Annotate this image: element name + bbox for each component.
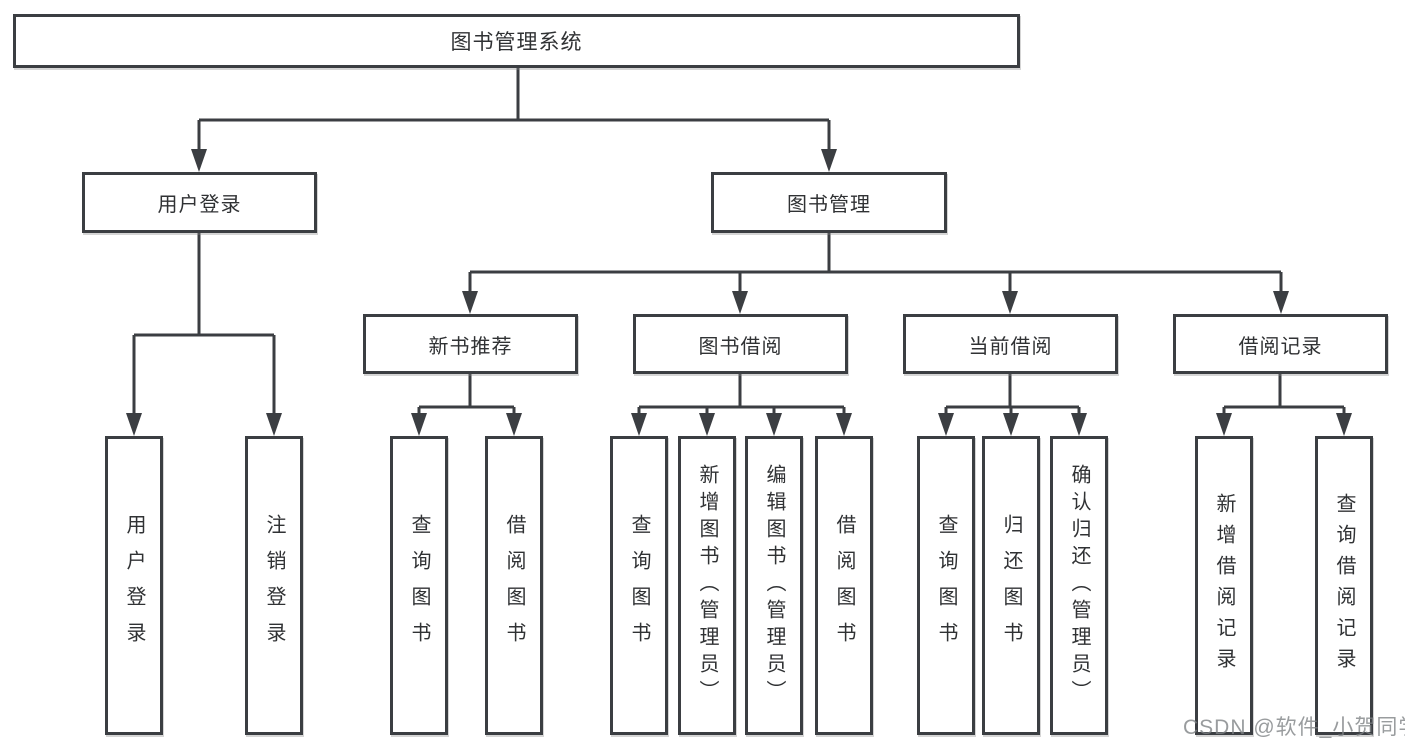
node-label: 借阅记录 xyxy=(1238,335,1323,358)
leaf-borrow-book: 借阅图书 xyxy=(815,436,873,735)
leaf-query-book-borrow: 查询图书 xyxy=(610,436,668,735)
node-label: 当前借阅 xyxy=(968,335,1053,358)
csdn-watermark: CSDN @软件_小贺同学 xyxy=(1183,716,1405,739)
leaf-label: 确认归还（管理员） xyxy=(1068,464,1090,707)
leaf-label: 用户登录 xyxy=(123,513,145,658)
leaf-label: 归还图书 xyxy=(1000,513,1022,658)
node-current-borrow: 当前借阅 xyxy=(903,314,1118,374)
node-label: 新书推荐 xyxy=(428,335,513,358)
node-root-system: 图书管理系统 xyxy=(13,14,1020,68)
node-book-management: 图书管理 xyxy=(711,172,947,233)
leaf-add-book-admin: 新增图书（管理员） xyxy=(678,436,736,735)
leaf-query-book-current: 查询图书 xyxy=(917,436,975,735)
leaf-label: 借阅图书 xyxy=(833,513,855,658)
leaf-borrow-book-recommend: 借阅图书 xyxy=(485,436,543,735)
leaf-label: 查询图书 xyxy=(408,513,430,658)
leaf-add-borrow-record: 新增借阅记录 xyxy=(1195,436,1253,735)
leaf-label: 查询图书 xyxy=(628,513,650,658)
leaf-label: 借阅图书 xyxy=(503,513,525,658)
node-label: 图书管理 xyxy=(787,194,871,216)
node-new-book-recommend: 新书推荐 xyxy=(363,314,578,374)
node-user-login: 用户登录 xyxy=(82,172,317,233)
leaf-return-book: 归还图书 xyxy=(982,436,1040,735)
leaf-label: 查询借阅记录 xyxy=(1333,492,1355,679)
leaf-edit-book-admin: 编辑图书（管理员） xyxy=(745,436,803,735)
leaf-user-login: 用户登录 xyxy=(105,436,163,735)
leaf-label: 新增图书（管理员） xyxy=(696,464,718,707)
arrowheads xyxy=(126,149,1352,436)
leaf-confirm-return-admin: 确认归还（管理员） xyxy=(1050,436,1108,735)
node-label: 图书借阅 xyxy=(698,335,783,358)
leaf-query-borrow-record: 查询借阅记录 xyxy=(1315,436,1373,735)
node-book-borrow: 图书借阅 xyxy=(633,314,848,374)
leaf-label: 注销登录 xyxy=(263,513,285,658)
leaf-query-book-recommend: 查询图书 xyxy=(390,436,448,735)
leaf-logout: 注销登录 xyxy=(245,436,303,735)
node-borrow-records: 借阅记录 xyxy=(1173,314,1388,374)
node-label: 图书管理系统 xyxy=(450,31,583,54)
node-label: 用户登录 xyxy=(157,194,242,216)
leaf-label: 新增借阅记录 xyxy=(1213,492,1235,679)
leaf-label: 编辑图书（管理员） xyxy=(763,464,785,707)
leaf-label: 查询图书 xyxy=(935,513,957,658)
